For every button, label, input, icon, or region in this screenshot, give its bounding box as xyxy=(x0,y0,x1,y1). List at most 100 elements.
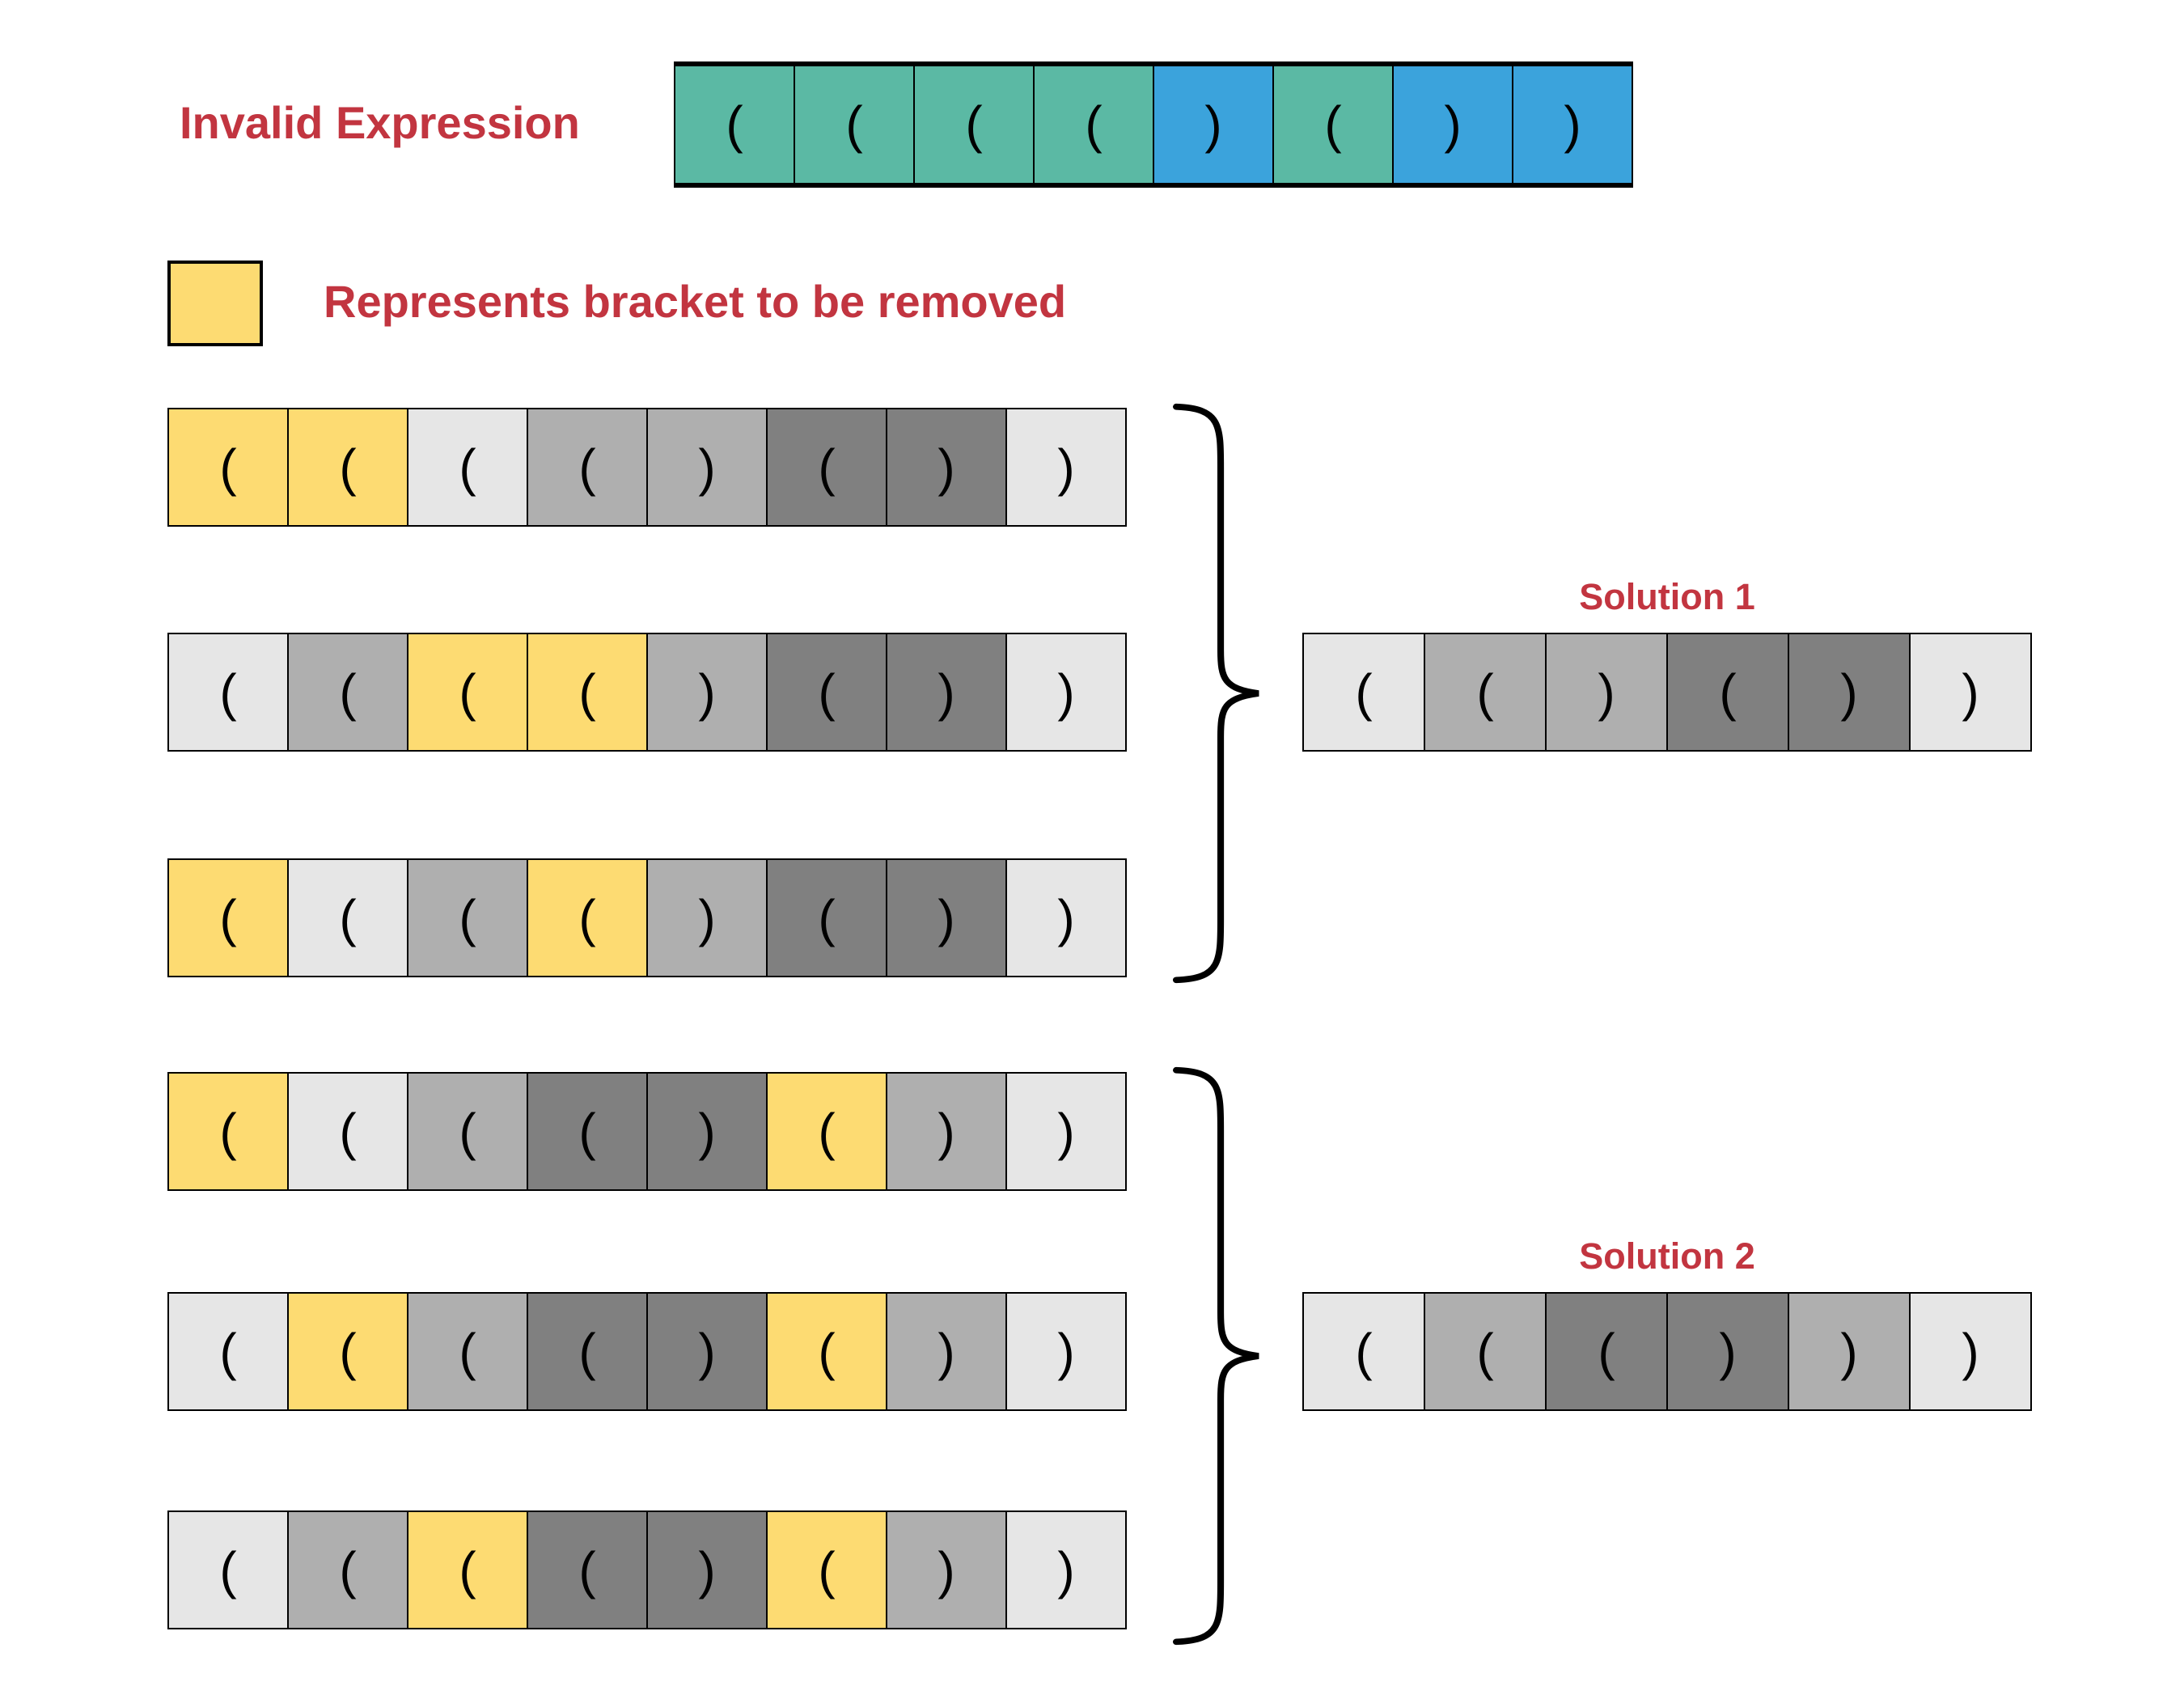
bracket-cell: ( xyxy=(167,408,289,527)
bracket-cell: ) xyxy=(646,1292,768,1411)
bracket-cell: ) xyxy=(646,1072,768,1191)
bracket-glyph: ) xyxy=(1204,95,1222,154)
bracket-cell: ( xyxy=(287,1292,408,1411)
bracket-cell: ( xyxy=(766,633,887,752)
bracket-glyph: ( xyxy=(578,438,596,497)
removal-candidate-row-2: (((()()) xyxy=(167,633,1127,752)
bracket-glyph: ( xyxy=(1355,663,1373,722)
bracket-cell: ) xyxy=(1909,1292,2032,1411)
bracket-cell: ) xyxy=(1153,65,1274,184)
bracket-cell: ( xyxy=(527,858,648,977)
bracket-glyph: ( xyxy=(845,95,863,154)
bracket-cell: ( xyxy=(167,633,289,752)
bracket-cell: ( xyxy=(407,1510,528,1629)
bracket-glyph: ( xyxy=(818,888,836,947)
bracket-cell: ) xyxy=(886,408,1007,527)
bracket-cell: ( xyxy=(167,858,289,977)
bracket-glyph: ( xyxy=(219,888,237,947)
removal-candidate-row-3: (((()()) xyxy=(167,858,1127,977)
bracket-cell: ) xyxy=(886,1510,1007,1629)
bracket-cell: ( xyxy=(766,1510,887,1629)
bracket-glyph: ) xyxy=(698,438,716,497)
bracket-cell: ( xyxy=(1666,633,1789,752)
bracket-cell: ( xyxy=(287,633,408,752)
bracket-glyph: ) xyxy=(938,438,955,497)
bracket-glyph: ) xyxy=(1057,1102,1075,1161)
bracket-glyph: ( xyxy=(818,1102,836,1161)
bracket-cell: ( xyxy=(1424,1292,1547,1411)
bracket-glyph: ( xyxy=(459,1322,476,1381)
bracket-glyph: ) xyxy=(698,1102,716,1161)
bracket-cell: ( xyxy=(1545,1292,1668,1411)
removal-candidate-row-4: (((()()) xyxy=(167,1072,1127,1191)
bracket-cell: ) xyxy=(1005,1292,1127,1411)
bracket-glyph: ( xyxy=(459,663,476,722)
solution1-title: Solution 1 xyxy=(1579,576,1755,617)
bracket-glyph: ) xyxy=(1840,663,1858,722)
bracket-glyph: ( xyxy=(1355,1322,1373,1381)
bracket-cell: ) xyxy=(646,408,768,527)
bracket-glyph: ( xyxy=(1324,95,1342,154)
bracket-glyph: ) xyxy=(938,1102,955,1161)
bracket-glyph: ( xyxy=(219,663,237,722)
curly-brace-icon xyxy=(1173,403,1259,984)
bracket-cell: ) xyxy=(646,1510,768,1629)
bracket-glyph: ( xyxy=(578,1322,596,1381)
bracket-glyph: ) xyxy=(698,888,716,947)
bracket-cell: ) xyxy=(1005,1510,1127,1629)
bracket-glyph: ) xyxy=(1057,1540,1075,1599)
bracket-cell: ) xyxy=(1545,633,1668,752)
bracket-glyph: ) xyxy=(1444,95,1462,154)
bracket-cell: ( xyxy=(407,408,528,527)
bracket-cell: ( xyxy=(407,1292,528,1411)
bracket-glyph: ( xyxy=(339,438,357,497)
bracket-cell: ) xyxy=(886,1292,1007,1411)
bracket-glyph: ( xyxy=(459,1540,476,1599)
bracket-cell: ( xyxy=(674,65,795,184)
bracket-cell: ) xyxy=(1005,858,1127,977)
removal-candidate-row-5: ( ( ( () ()) xyxy=(167,1292,1127,1411)
bracket-glyph: ( xyxy=(339,1102,357,1161)
bracket-cell: ( xyxy=(766,1072,887,1191)
bracket-glyph: ) xyxy=(938,888,955,947)
bracket-cell: ( xyxy=(407,633,528,752)
invalid-expression-label: Invalid Expression xyxy=(180,97,580,148)
bracket-cell: ) xyxy=(1392,65,1513,184)
bracket-glyph: ) xyxy=(1057,438,1075,497)
bracket-glyph: ( xyxy=(578,888,596,947)
bracket-glyph: ) xyxy=(698,1540,716,1599)
bracket-cell: ( xyxy=(287,858,408,977)
bracket-cell: ( xyxy=(167,1292,289,1411)
bracket-glyph: ( xyxy=(818,438,836,497)
bracket-cell: ( xyxy=(1302,633,1425,752)
legend-label: Represents bracket to be removed xyxy=(324,276,1067,327)
bracket-glyph: ) xyxy=(938,1540,955,1599)
bracket-glyph: ( xyxy=(818,1540,836,1599)
bracket-cell: ( xyxy=(287,1072,408,1191)
bracket-cell: ( xyxy=(1302,1292,1425,1411)
bracket-glyph: ( xyxy=(578,1102,596,1161)
bracket-glyph: ( xyxy=(339,1322,357,1381)
bracket-glyph: ) xyxy=(1598,663,1615,722)
bracket-glyph: ) xyxy=(698,1322,716,1381)
bracket-cell: ( xyxy=(766,1292,887,1411)
bracket-glyph: ( xyxy=(578,663,596,722)
bracket-cell: ( xyxy=(407,858,528,977)
bracket-glyph: ( xyxy=(965,95,983,154)
bracket-cell: ( xyxy=(794,65,915,184)
bracket-cell: ) xyxy=(1788,1292,1911,1411)
bracket-cell: ( xyxy=(527,1072,648,1191)
bracket-cell: ) xyxy=(1788,633,1911,752)
bracket-glyph: ) xyxy=(1057,663,1075,722)
bracket-cell: ( xyxy=(766,408,887,527)
bracket-glyph: ( xyxy=(459,438,476,497)
bracket-glyph: ) xyxy=(938,1322,955,1381)
bracket-cell: ( xyxy=(527,408,648,527)
bracket-cell: ) xyxy=(886,1072,1007,1191)
bracket-glyph: ( xyxy=(1719,663,1737,722)
bracket-glyph: ( xyxy=(219,1102,237,1161)
bracket-cell: ( xyxy=(527,1292,648,1411)
bracket-cell: ( xyxy=(287,1510,408,1629)
bracket-cell: ( xyxy=(766,858,887,977)
